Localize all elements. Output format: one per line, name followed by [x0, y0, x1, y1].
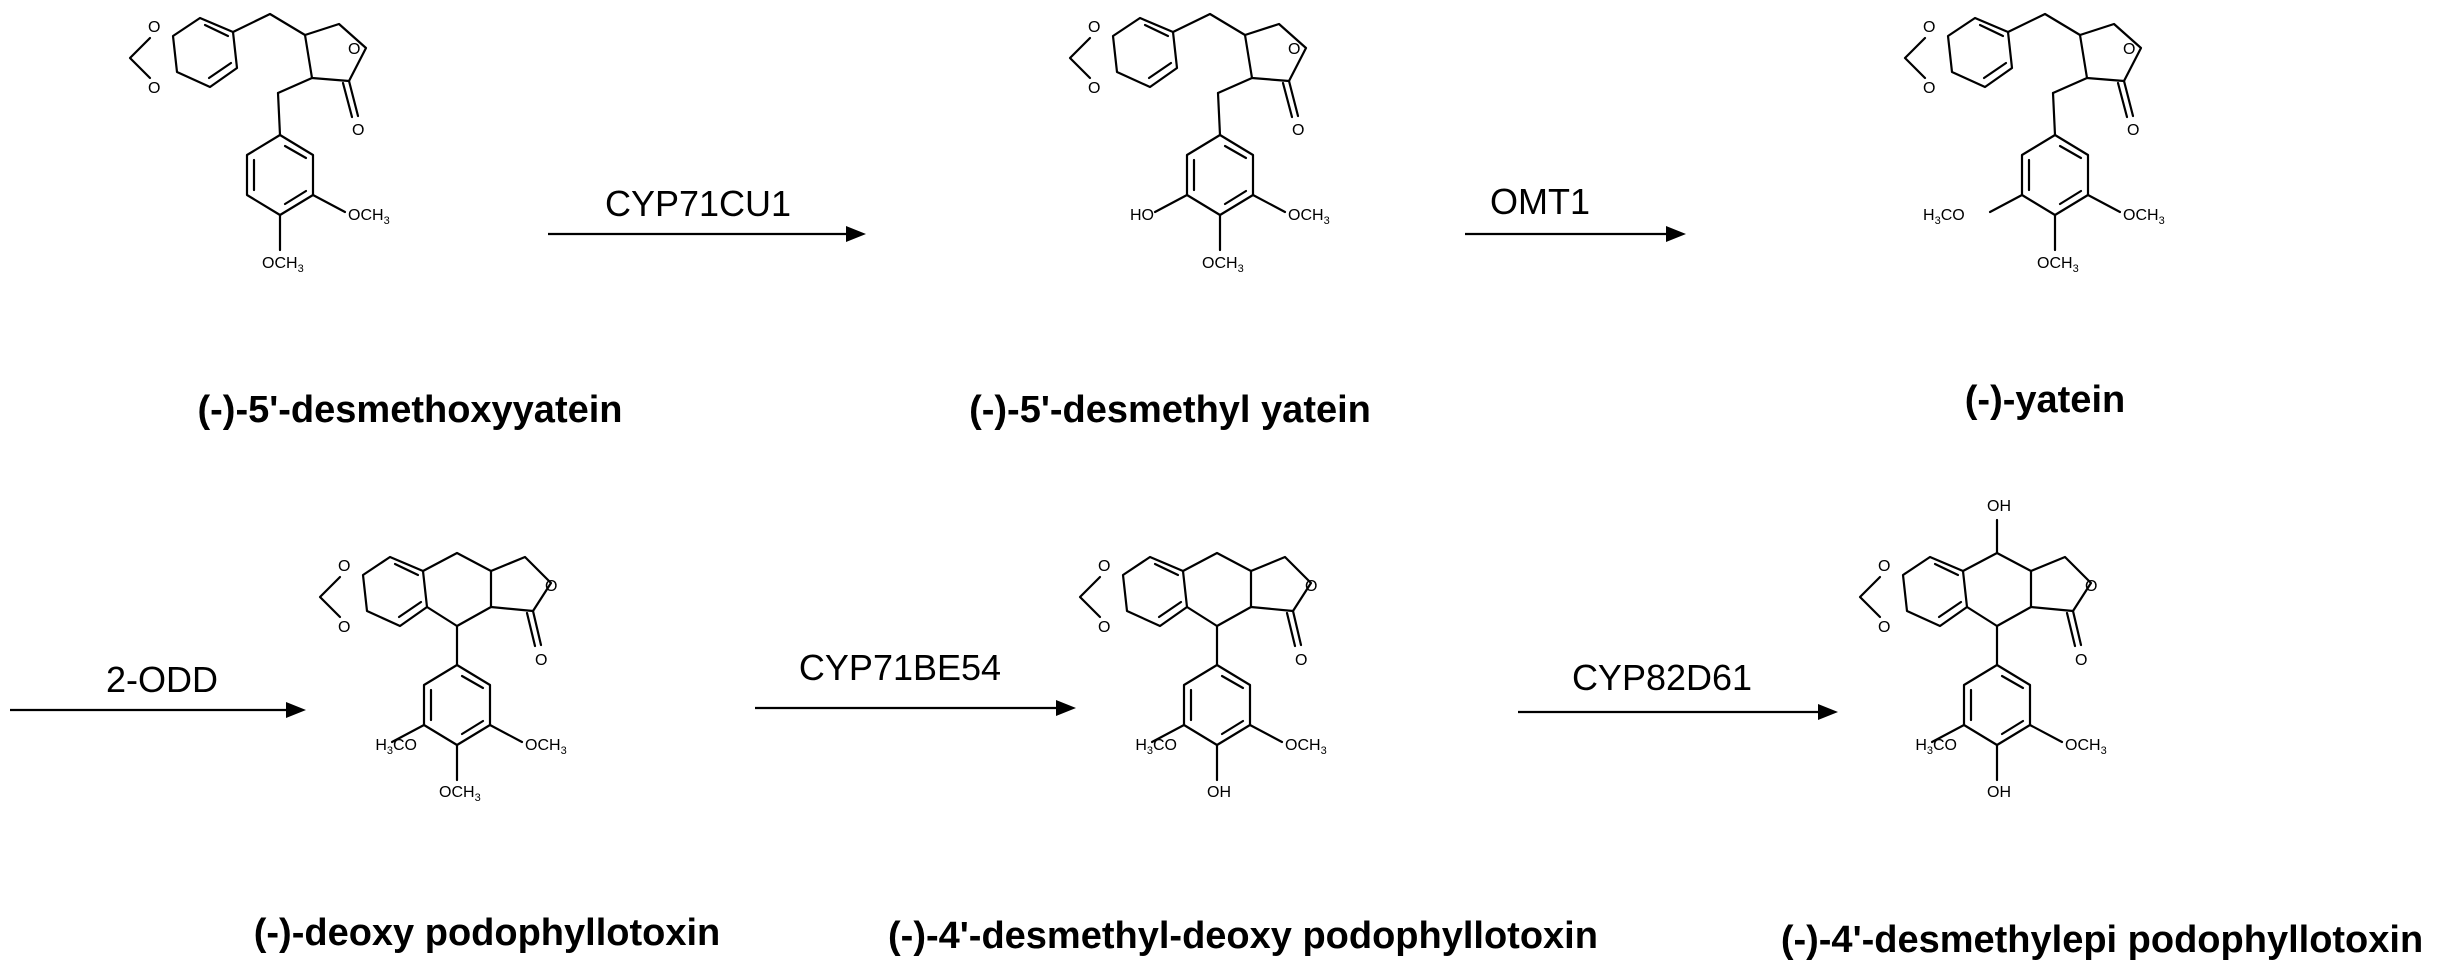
atom-och3: OCH3 — [439, 784, 481, 804]
atom-och3: OCH3 — [2065, 737, 2107, 757]
atom-o: O — [338, 619, 350, 636]
atom-o: O — [1098, 558, 1110, 575]
arrow-step-4 — [755, 700, 1076, 716]
atom-o: O — [348, 41, 360, 58]
atom-o: O — [1923, 19, 1935, 36]
atom-o: O — [1305, 578, 1317, 595]
structure-desmethyl-yatein: O O O O HO OCH3 OCH3 — [1068, 12, 1330, 275]
atom-o: O — [148, 19, 160, 36]
atom-o: O — [1295, 652, 1307, 669]
enzyme-label-cyp82d61: CYP82D61 — [1572, 657, 1752, 698]
atom-o: O — [2085, 578, 2097, 595]
enzyme-label-cyp71be54: CYP71BE54 — [799, 647, 1001, 688]
atom-o: O — [1288, 41, 1300, 58]
atom-o: O — [1923, 80, 1935, 97]
compound-name-3: (-)-yatein — [1965, 379, 2125, 421]
atom-o: O — [1098, 619, 1110, 636]
compound-name-6: (-)-4'-desmethylepi podophyllotoxin — [1781, 919, 2423, 961]
atom-och3: OCH3 — [525, 737, 567, 757]
structure-desmethylepi-podophyllotoxin: OH O O O O H3CO OCH3 OH — [1858, 498, 2107, 801]
structure-yatein: O O O O H3CO OCH3 OCH3 — [1903, 12, 2165, 275]
atom-o: O — [2075, 652, 2087, 669]
atom-o: O — [535, 652, 547, 669]
atom-o: O — [1878, 558, 1890, 575]
atom-o: O — [338, 558, 350, 575]
atom-och3: OCH3 — [348, 207, 390, 227]
atom-oh: OH — [1987, 784, 2011, 801]
structure-desmethoxyyatein: O O O O OCH3 OCH3 — [128, 12, 390, 275]
atom-o: O — [1088, 80, 1100, 97]
compound-name-1: (-)-5'-desmethoxyyatein — [197, 389, 622, 431]
atom-oh: OH — [1207, 784, 1231, 801]
atom-o: O — [148, 80, 160, 97]
structure-deoxy-podophyllotoxin: O O O O H3CO OCH3 OCH3 — [318, 551, 567, 804]
atom-och3: OCH3 — [1202, 255, 1244, 275]
atom-h3co: H3CO — [1135, 737, 1177, 757]
arrow-step-5 — [1518, 704, 1838, 720]
atom-h3co: H3CO — [1923, 207, 1965, 227]
atom-h3co: H3CO — [375, 737, 417, 757]
arrow-step-3 — [10, 702, 306, 718]
compound-name-4: (-)-deoxy podophyllotoxin — [254, 912, 721, 954]
atom-och3: OCH3 — [2123, 207, 2165, 227]
atom-och3: OCH3 — [1288, 207, 1330, 227]
arrow-step-1 — [548, 226, 866, 242]
atom-h3co: H3CO — [1915, 737, 1957, 757]
structure-desmethyl-deoxy-podophyllotoxin: O O O O H3CO OCH3 OH — [1078, 551, 1327, 801]
atom-och3: OCH3 — [2037, 255, 2079, 275]
atom-och3: OCH3 — [262, 255, 304, 275]
atom-o: O — [1878, 619, 1890, 636]
enzyme-label-omt1: OMT1 — [1490, 181, 1590, 222]
arrow-step-2 — [1465, 226, 1686, 242]
atom-o: O — [2127, 122, 2139, 139]
atom-o: O — [1292, 122, 1304, 139]
atom-o: O — [2123, 41, 2135, 58]
atom-ho: HO — [1130, 207, 1154, 224]
enzyme-label-2-odd: 2-ODD — [106, 659, 218, 700]
atom-och3: OCH3 — [1285, 737, 1327, 757]
atom-oh: OH — [1987, 498, 2011, 515]
compound-name-2: (-)-5'-desmethyl yatein — [969, 389, 1371, 431]
atom-o: O — [352, 122, 364, 139]
atom-o: O — [1088, 19, 1100, 36]
atom-o: O — [545, 578, 557, 595]
compound-name-5: (-)-4'-desmethyl-deoxy podophyllotoxin — [888, 915, 1598, 957]
enzyme-label-cyp71cu1: CYP71CU1 — [605, 183, 791, 224]
